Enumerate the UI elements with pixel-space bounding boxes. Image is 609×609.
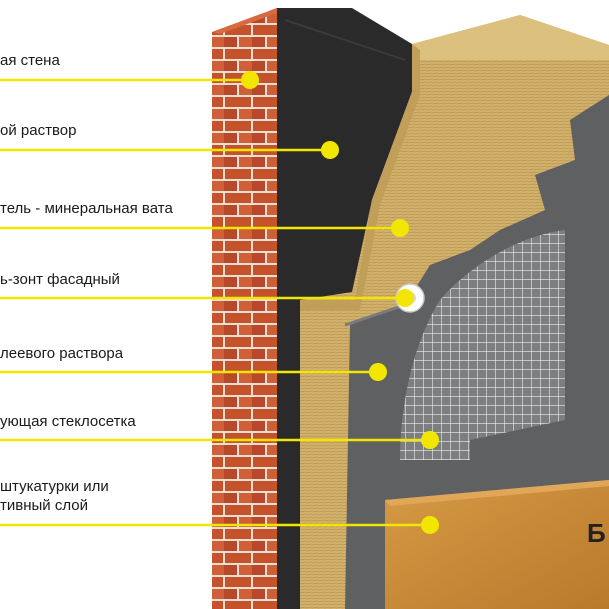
dot-adhesive — [321, 141, 339, 159]
dot-base-mortar — [369, 363, 387, 381]
dot-finish — [421, 516, 439, 534]
label-finish-line-2: тивный слой — [0, 497, 88, 514]
brand-logo: Б — [587, 518, 606, 548]
label-adhesive: ой раствор — [0, 122, 77, 139]
label-finish-line-1: штукатурки или — [0, 478, 109, 495]
finish-layer — [385, 480, 609, 609]
dot-brick — [241, 71, 259, 89]
dot-insulation — [391, 219, 409, 237]
label-insulation: тель - минеральная вата — [0, 200, 173, 217]
adhesive-layer — [277, 8, 412, 609]
label-mesh: ующая стеклосетка — [0, 413, 136, 430]
dot-dowel — [396, 289, 414, 307]
label-dowel: ь-зонт фасадный — [0, 271, 120, 288]
label-brick: ая стена — [0, 52, 60, 69]
label-base-mortar: леевого раствора — [0, 345, 124, 362]
dot-mesh — [421, 431, 439, 449]
mesh-layer — [400, 230, 565, 460]
brick-layer — [212, 8, 285, 609]
leader-dots — [241, 71, 439, 534]
leader-lines — [0, 78, 430, 527]
